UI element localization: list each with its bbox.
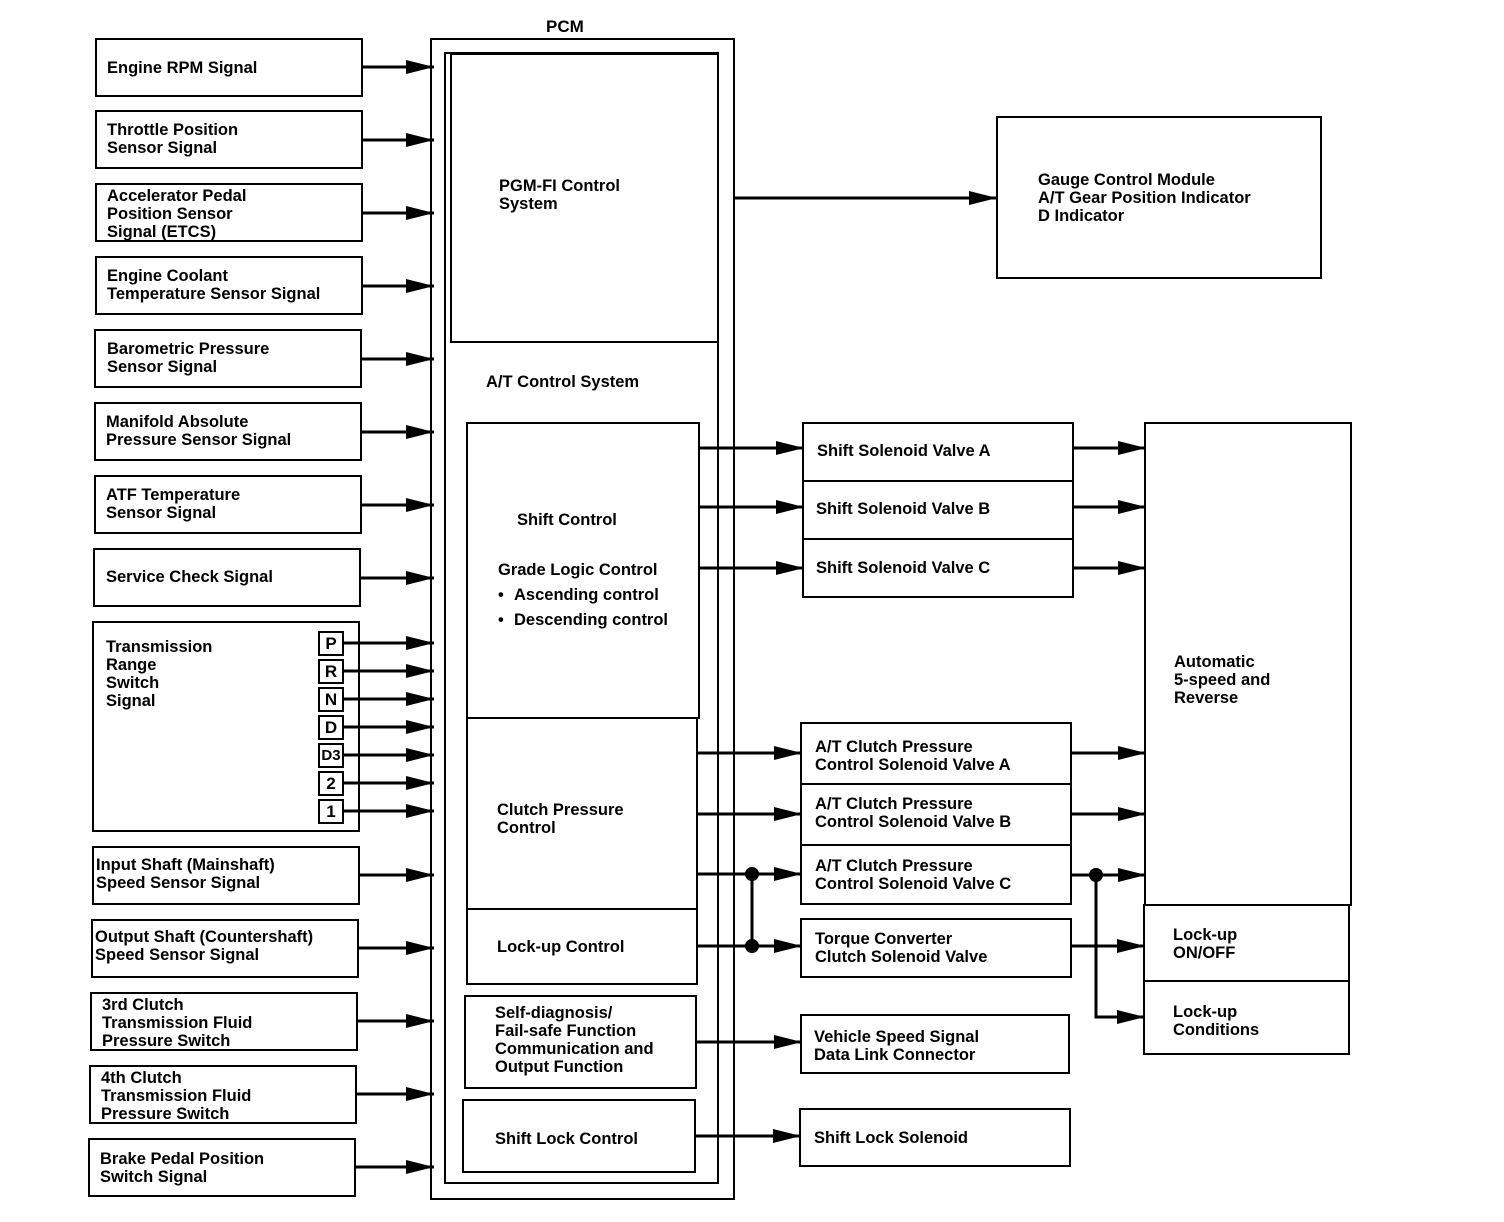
ssv-b-box xyxy=(802,480,1074,540)
range-chip-p: P xyxy=(318,631,344,656)
input-box-accelerator-pedal xyxy=(95,183,363,242)
input-label-third-clutch: 3rd Clutch Transmission Fluid Pressure S… xyxy=(102,996,253,1050)
cpc-a-box xyxy=(800,722,1072,785)
input-box-third-clutch xyxy=(90,992,358,1051)
input-label-input-shaft: Input Shaft (Mainshaft) Speed Sensor Sig… xyxy=(96,856,275,892)
transmission-label: Automatic 5-speed and Reverse xyxy=(1174,653,1271,707)
input-label-transmission-range: Transmission Range Switch Signal xyxy=(106,638,213,710)
lockup-conditions-box xyxy=(1143,980,1350,1055)
pcm-outer-box xyxy=(430,38,735,1200)
input-label-brake-pedal: Brake Pedal Position Switch Signal xyxy=(100,1150,265,1186)
shift-lock-solenoid-label: Shift Lock Solenoid xyxy=(814,1129,969,1147)
gauge-control-label: Gauge Control Module A/T Gear Position I… xyxy=(1038,171,1251,225)
input-box-service-check xyxy=(93,548,361,607)
ssv-c-label: Shift Solenoid Valve C xyxy=(816,559,991,577)
at-system-label: A/T Control System xyxy=(486,373,640,391)
pgmfi-box xyxy=(450,53,719,343)
grade-logic-label: Grade Logic Control xyxy=(498,561,658,579)
range-chip-d3: D3 xyxy=(318,743,344,768)
input-box-output-shaft xyxy=(91,919,359,978)
input-label-output-shaft: Output Shaft (Countershaft) Speed Sensor… xyxy=(95,928,314,964)
input-label-atf-temp: ATF Temperature Sensor Signal xyxy=(106,486,241,522)
vehicle-speed-label: Vehicle Speed Signal Data Link Connector xyxy=(814,1028,980,1064)
input-box-atf-temp xyxy=(94,475,362,534)
arrow-group xyxy=(344,60,1146,1174)
junction-dot-lockup xyxy=(745,939,759,953)
self-diagnosis-label: Self-diagnosis/ Fail-safe Function Commu… xyxy=(495,1004,654,1076)
lockup-control-label: Lock-up Control xyxy=(497,938,625,956)
arrow-to-lockup-conditions xyxy=(1094,875,1145,1024)
ascending-bullet: • xyxy=(498,586,504,604)
gauge-control-box xyxy=(996,116,1322,279)
input-box-barometric xyxy=(94,329,362,388)
input-box-throttle-position xyxy=(95,110,363,169)
vehicle-speed-box xyxy=(800,1014,1070,1074)
input-box-engine-coolant xyxy=(95,256,363,315)
junction-dots xyxy=(745,867,1103,953)
lockup-control-box xyxy=(466,908,698,985)
range-chip-d: D xyxy=(318,715,344,740)
shift-lock-control-label: Shift Lock Control xyxy=(495,1130,638,1148)
input-label-barometric: Barometric Pressure Sensor Signal xyxy=(107,340,270,376)
input-label-throttle-position: Throttle Position Sensor Signal xyxy=(107,121,239,157)
torque-converter-box xyxy=(800,918,1072,978)
transmission-box xyxy=(1144,422,1352,906)
lockup-conditions-label: Lock-up Conditions xyxy=(1173,1003,1260,1039)
cpc-b-label: A/T Clutch Pressure Control Solenoid Val… xyxy=(815,795,1012,831)
range-chip-n: N xyxy=(318,687,344,712)
lockup-onoff-label: Lock-up ON/OFF xyxy=(1173,926,1238,962)
input-label-fourth-clutch: 4th Clutch Transmission Fluid Pressure S… xyxy=(101,1069,252,1123)
descending-bullet: • xyxy=(498,611,504,629)
input-box-fourth-clutch xyxy=(89,1065,357,1124)
input-box-brake-pedal xyxy=(88,1138,356,1197)
range-chip-r: R xyxy=(318,659,344,684)
cpc-b-box xyxy=(800,783,1072,846)
clutch-pressure-label: Clutch Pressure Control xyxy=(497,801,624,837)
input-label-accelerator-pedal: Accelerator Pedal Position Sensor Signal… xyxy=(107,187,247,241)
input-label-engine-coolant: Engine Coolant Temperature Sensor Signal xyxy=(107,267,321,303)
ascending-label: Ascending control xyxy=(514,586,659,604)
pcm-title: PCM xyxy=(546,17,584,36)
torque-converter-label: Torque Converter Clutch Solenoid Valve xyxy=(815,930,988,966)
ssv-b-label: Shift Solenoid Valve B xyxy=(816,500,991,518)
cpc-c-label: A/T Clutch Pressure Control Solenoid Val… xyxy=(815,857,1012,893)
ssv-a-label: Shift Solenoid Valve A xyxy=(817,442,991,460)
self-diagnosis-box xyxy=(464,995,697,1089)
shift-control-label: Shift Control xyxy=(517,511,617,529)
input-label-manifold: Manifold Absolute Pressure Sensor Signal xyxy=(106,413,292,449)
cpc-a-label: A/T Clutch Pressure Control Solenoid Val… xyxy=(815,738,1011,774)
junction-dot-transmission xyxy=(1089,868,1103,882)
input-box-engine-rpm xyxy=(95,38,363,97)
ssv-c-box xyxy=(802,538,1074,598)
pgmfi-label: PGM-FI Control System xyxy=(499,177,620,213)
junction-dot-cpc-c xyxy=(745,867,759,881)
shift-lock-control-box xyxy=(462,1099,696,1173)
lockup-onoff-box xyxy=(1143,904,1350,982)
input-label-service-check: Service Check Signal xyxy=(106,568,273,586)
range-chip-2: 2 xyxy=(318,771,344,796)
range-chip-1: 1 xyxy=(318,799,344,824)
input-label-engine-rpm: Engine RPM Signal xyxy=(107,59,258,77)
cpc-c-box xyxy=(800,844,1072,905)
input-box-input-shaft xyxy=(92,846,360,905)
descending-label: Descending control xyxy=(514,611,669,629)
input-box-manifold xyxy=(94,402,362,461)
